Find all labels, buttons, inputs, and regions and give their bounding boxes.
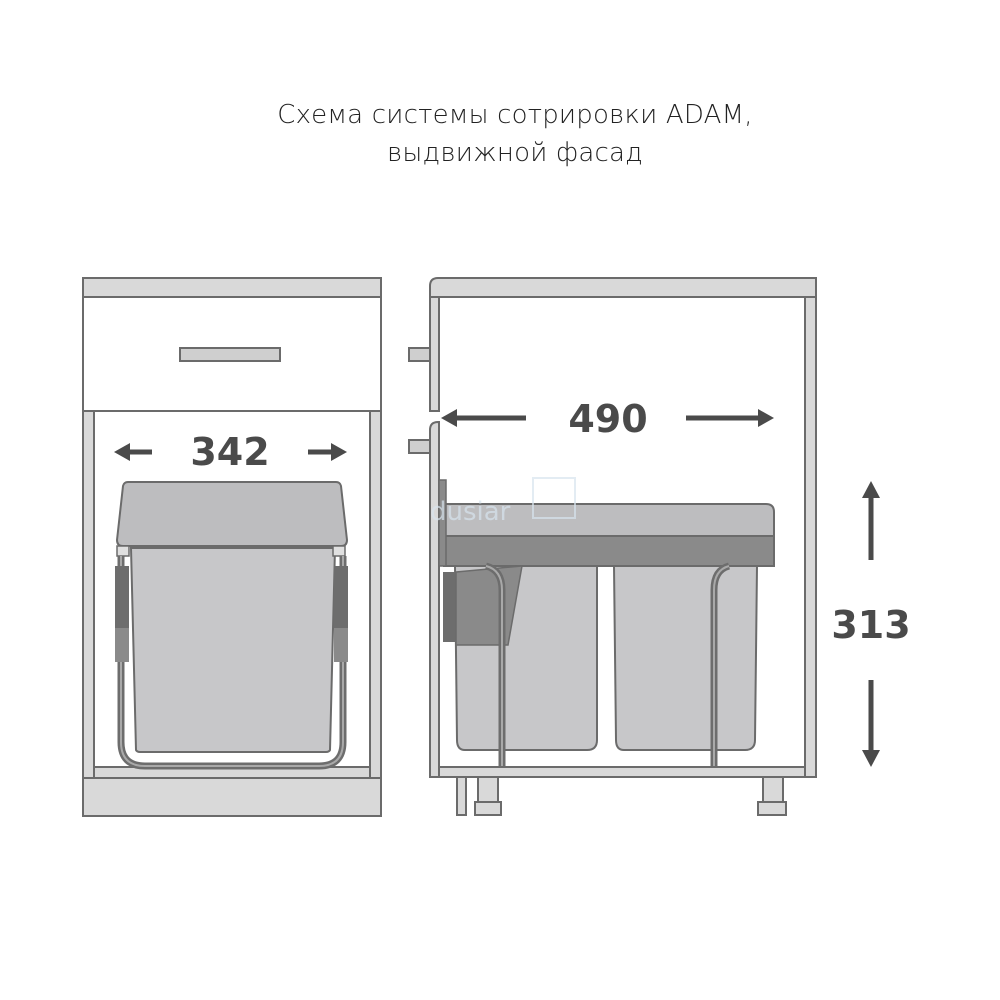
side-foot-front (477, 776, 499, 804)
depth-arrow-right (686, 409, 774, 427)
side-lid (443, 503, 775, 537)
side-leg-front (456, 776, 467, 816)
front-top-board (82, 277, 382, 298)
width-arrow-right (308, 443, 347, 461)
side-view: 490 313 (408, 277, 911, 816)
front-bracket-left (115, 566, 129, 628)
side-mount-plate-top (438, 479, 447, 567)
diagram-title: Схема системы сотрировки ADAM, выдвижной… (0, 96, 1000, 172)
title-line-1: Схема системы сотрировки ADAM, (277, 100, 753, 130)
side-handle-lower (408, 439, 431, 454)
height-dimension-label: 313 (831, 603, 910, 647)
side-bin-back (612, 565, 759, 751)
front-bracket-right (334, 566, 348, 628)
side-back-wall (804, 296, 817, 778)
watermark-logo: dusiar (430, 477, 576, 527)
depth-dimension-label: 490 (568, 397, 647, 441)
front-view: 342 (82, 277, 382, 817)
side-facade-upper (429, 296, 440, 412)
side-foot-back (762, 776, 784, 804)
height-arrow-down (862, 680, 880, 767)
side-handle-upper (408, 347, 431, 362)
side-bottom-board (438, 766, 806, 778)
width-dimension-label: 342 (190, 430, 269, 474)
lid-hinge-left (116, 545, 130, 557)
watermark-text: dusiar (430, 497, 511, 527)
side-top-board (429, 277, 817, 298)
front-bin-lid (115, 481, 349, 547)
lid-hinge-right (332, 545, 346, 557)
front-bin-body (129, 547, 337, 753)
front-left-wall (82, 410, 95, 779)
front-plinth (82, 777, 382, 817)
depth-arrow-left (441, 409, 526, 427)
width-arrow-left (114, 443, 152, 461)
height-arrow-up (862, 481, 880, 560)
drawer-handle (179, 347, 281, 362)
side-facade-lower (429, 421, 440, 778)
title-line-2: выдвижной фасад (387, 138, 643, 168)
side-lid-band (443, 535, 775, 567)
front-right-wall (369, 410, 382, 779)
side-mount-bracket (443, 572, 457, 642)
front-drawer (82, 296, 382, 412)
